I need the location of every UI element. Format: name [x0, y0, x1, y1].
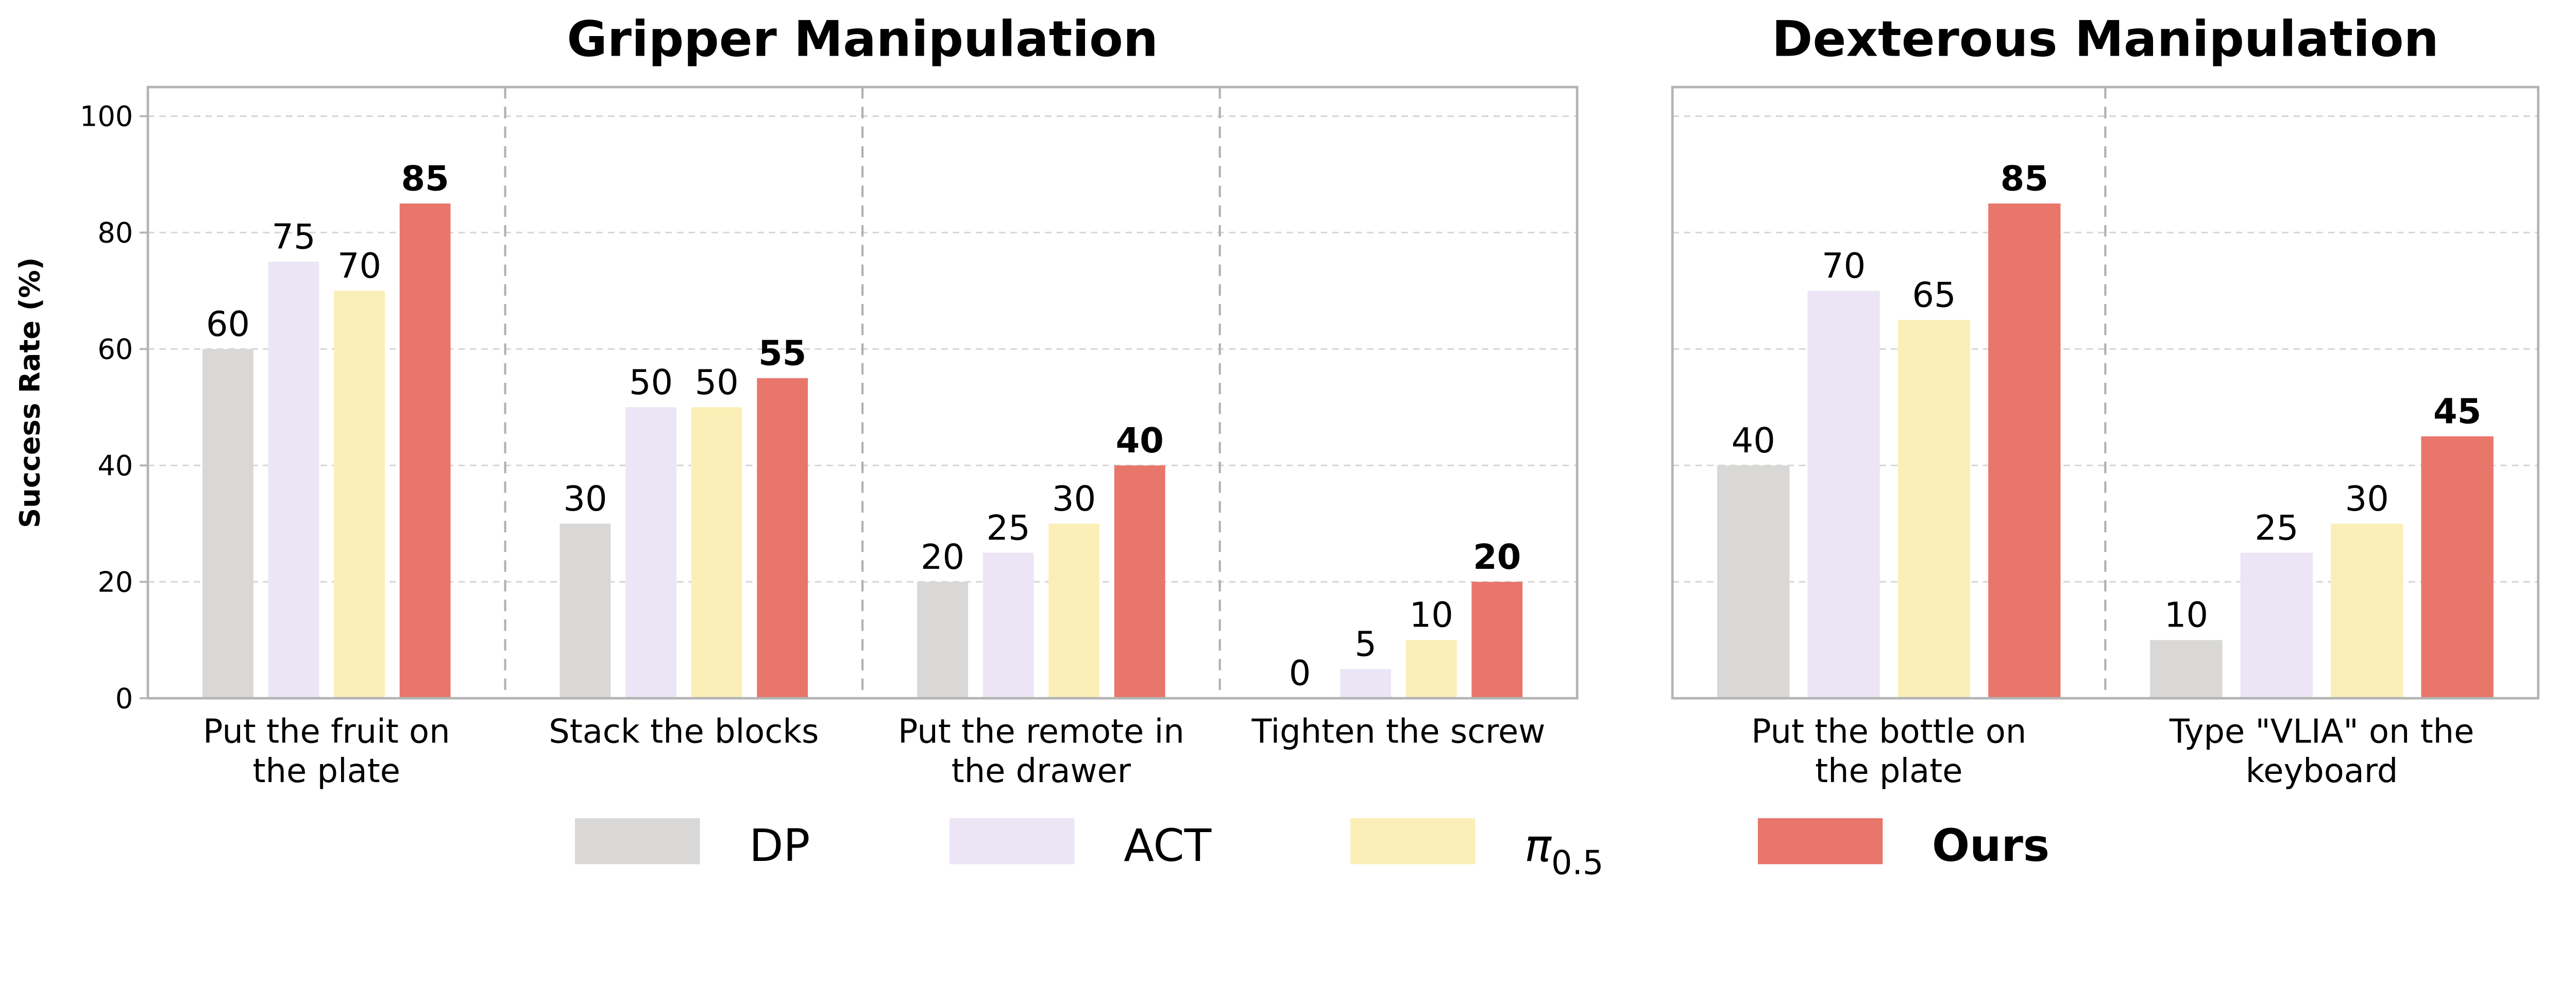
- bar-DP-3: [917, 582, 968, 699]
- data-label: 70: [337, 246, 381, 286]
- y-axis-label: Success Rate (%): [14, 257, 46, 528]
- data-label: 40: [1116, 420, 1164, 461]
- bar-05-1: [1897, 319, 1971, 699]
- y-tick-label: 60: [97, 333, 133, 366]
- legend-label: Ours: [1932, 820, 2049, 872]
- y-tick-label: 20: [97, 566, 133, 598]
- data-label: 0: [1289, 653, 1311, 693]
- category-label: Type "VLIA" on the: [2169, 713, 2475, 751]
- data-label: 45: [2433, 391, 2481, 431]
- legend-subscript: 0.5: [1551, 844, 1603, 882]
- category-label: Tighten the screw: [1251, 713, 1545, 751]
- data-label: 55: [758, 333, 806, 373]
- data-label: 10: [2164, 595, 2208, 635]
- data-label: 50: [629, 362, 673, 402]
- category-label: the plate: [1815, 752, 1962, 790]
- bar-Ours-2: [2421, 436, 2494, 699]
- bar-Ours-1: [399, 203, 451, 699]
- category-label: Stack the blocks: [549, 713, 819, 751]
- category-label: Put the remote in: [898, 713, 1184, 751]
- data-label: 30: [1052, 479, 1096, 519]
- bar-Ours-3: [1114, 465, 1165, 699]
- data-label: 20: [921, 537, 964, 577]
- data-label: 25: [987, 508, 1030, 548]
- legend-swatch: [575, 818, 700, 865]
- data-label: 70: [1822, 246, 1866, 286]
- legend-label: ACT: [1124, 820, 1211, 872]
- legend-item-1: DP: [575, 818, 810, 872]
- plot-frame: [1671, 86, 2540, 700]
- legend-label: π0.5: [1524, 820, 1603, 883]
- bar-05-1: [334, 291, 385, 699]
- legend-swatch: [950, 818, 1075, 865]
- bar-05-4: [1405, 640, 1457, 699]
- bar-05-2: [691, 407, 742, 699]
- bar-ACT-1: [1807, 291, 1880, 699]
- bar-ACT-4: [1340, 669, 1392, 699]
- bar-ACT-3: [982, 552, 1034, 699]
- bar-05-3: [1048, 523, 1100, 699]
- legend-item-3: π0.5: [1350, 818, 1603, 882]
- category-label: the plate: [253, 752, 400, 790]
- data-label: 30: [2345, 479, 2389, 519]
- bar-ACT-1: [268, 261, 319, 699]
- data-label: 75: [272, 216, 315, 257]
- bar-ACT-2: [2240, 552, 2313, 699]
- panel-title: Dexterous Manipulation: [1772, 10, 2439, 67]
- legend-label: DP: [749, 820, 810, 872]
- data-label: 50: [695, 362, 739, 402]
- data-label: 5: [1354, 624, 1377, 664]
- legend-item-2: ACT: [950, 818, 1212, 872]
- category-label: the drawer: [952, 752, 1131, 790]
- data-label: 85: [401, 158, 449, 198]
- legend-swatch: [1757, 818, 1883, 865]
- bar-05-2: [2331, 523, 2403, 699]
- data-label: 65: [1912, 275, 1956, 315]
- data-label: 25: [2255, 508, 2298, 548]
- category-label: Put the fruit on: [203, 713, 450, 751]
- data-label: 20: [1473, 537, 1521, 577]
- bar-ACT-2: [625, 407, 676, 699]
- y-tick-label: 80: [97, 217, 133, 249]
- bar-Ours-2: [757, 378, 808, 699]
- y-tick-label: 40: [97, 449, 133, 482]
- panel-title: Gripper Manipulation: [567, 10, 1158, 67]
- y-tick-label: 100: [80, 100, 133, 133]
- data-label: 85: [2001, 158, 2048, 198]
- category-label: keyboard: [2246, 752, 2398, 790]
- data-label: 40: [1732, 420, 1775, 461]
- category-label: Put the bottle on: [1751, 713, 2026, 751]
- legend-item-4: Ours: [1757, 818, 2049, 872]
- y-tick-label: 0: [115, 682, 133, 715]
- data-label: 60: [206, 304, 250, 344]
- bar-DP-1: [1717, 465, 1790, 699]
- legend: DP ACT π0.5 Ours: [575, 818, 2049, 882]
- bar-DP-2: [560, 523, 611, 699]
- bar-DP-1: [202, 349, 253, 699]
- plot-frame: [146, 86, 1579, 700]
- data-label: 10: [1410, 595, 1453, 635]
- bar-DP-2: [2150, 640, 2223, 699]
- bar-Ours-4: [1471, 582, 1523, 699]
- legend-swatch: [1350, 818, 1476, 865]
- data-label: 30: [563, 479, 607, 519]
- bar-Ours-1: [1988, 203, 2061, 699]
